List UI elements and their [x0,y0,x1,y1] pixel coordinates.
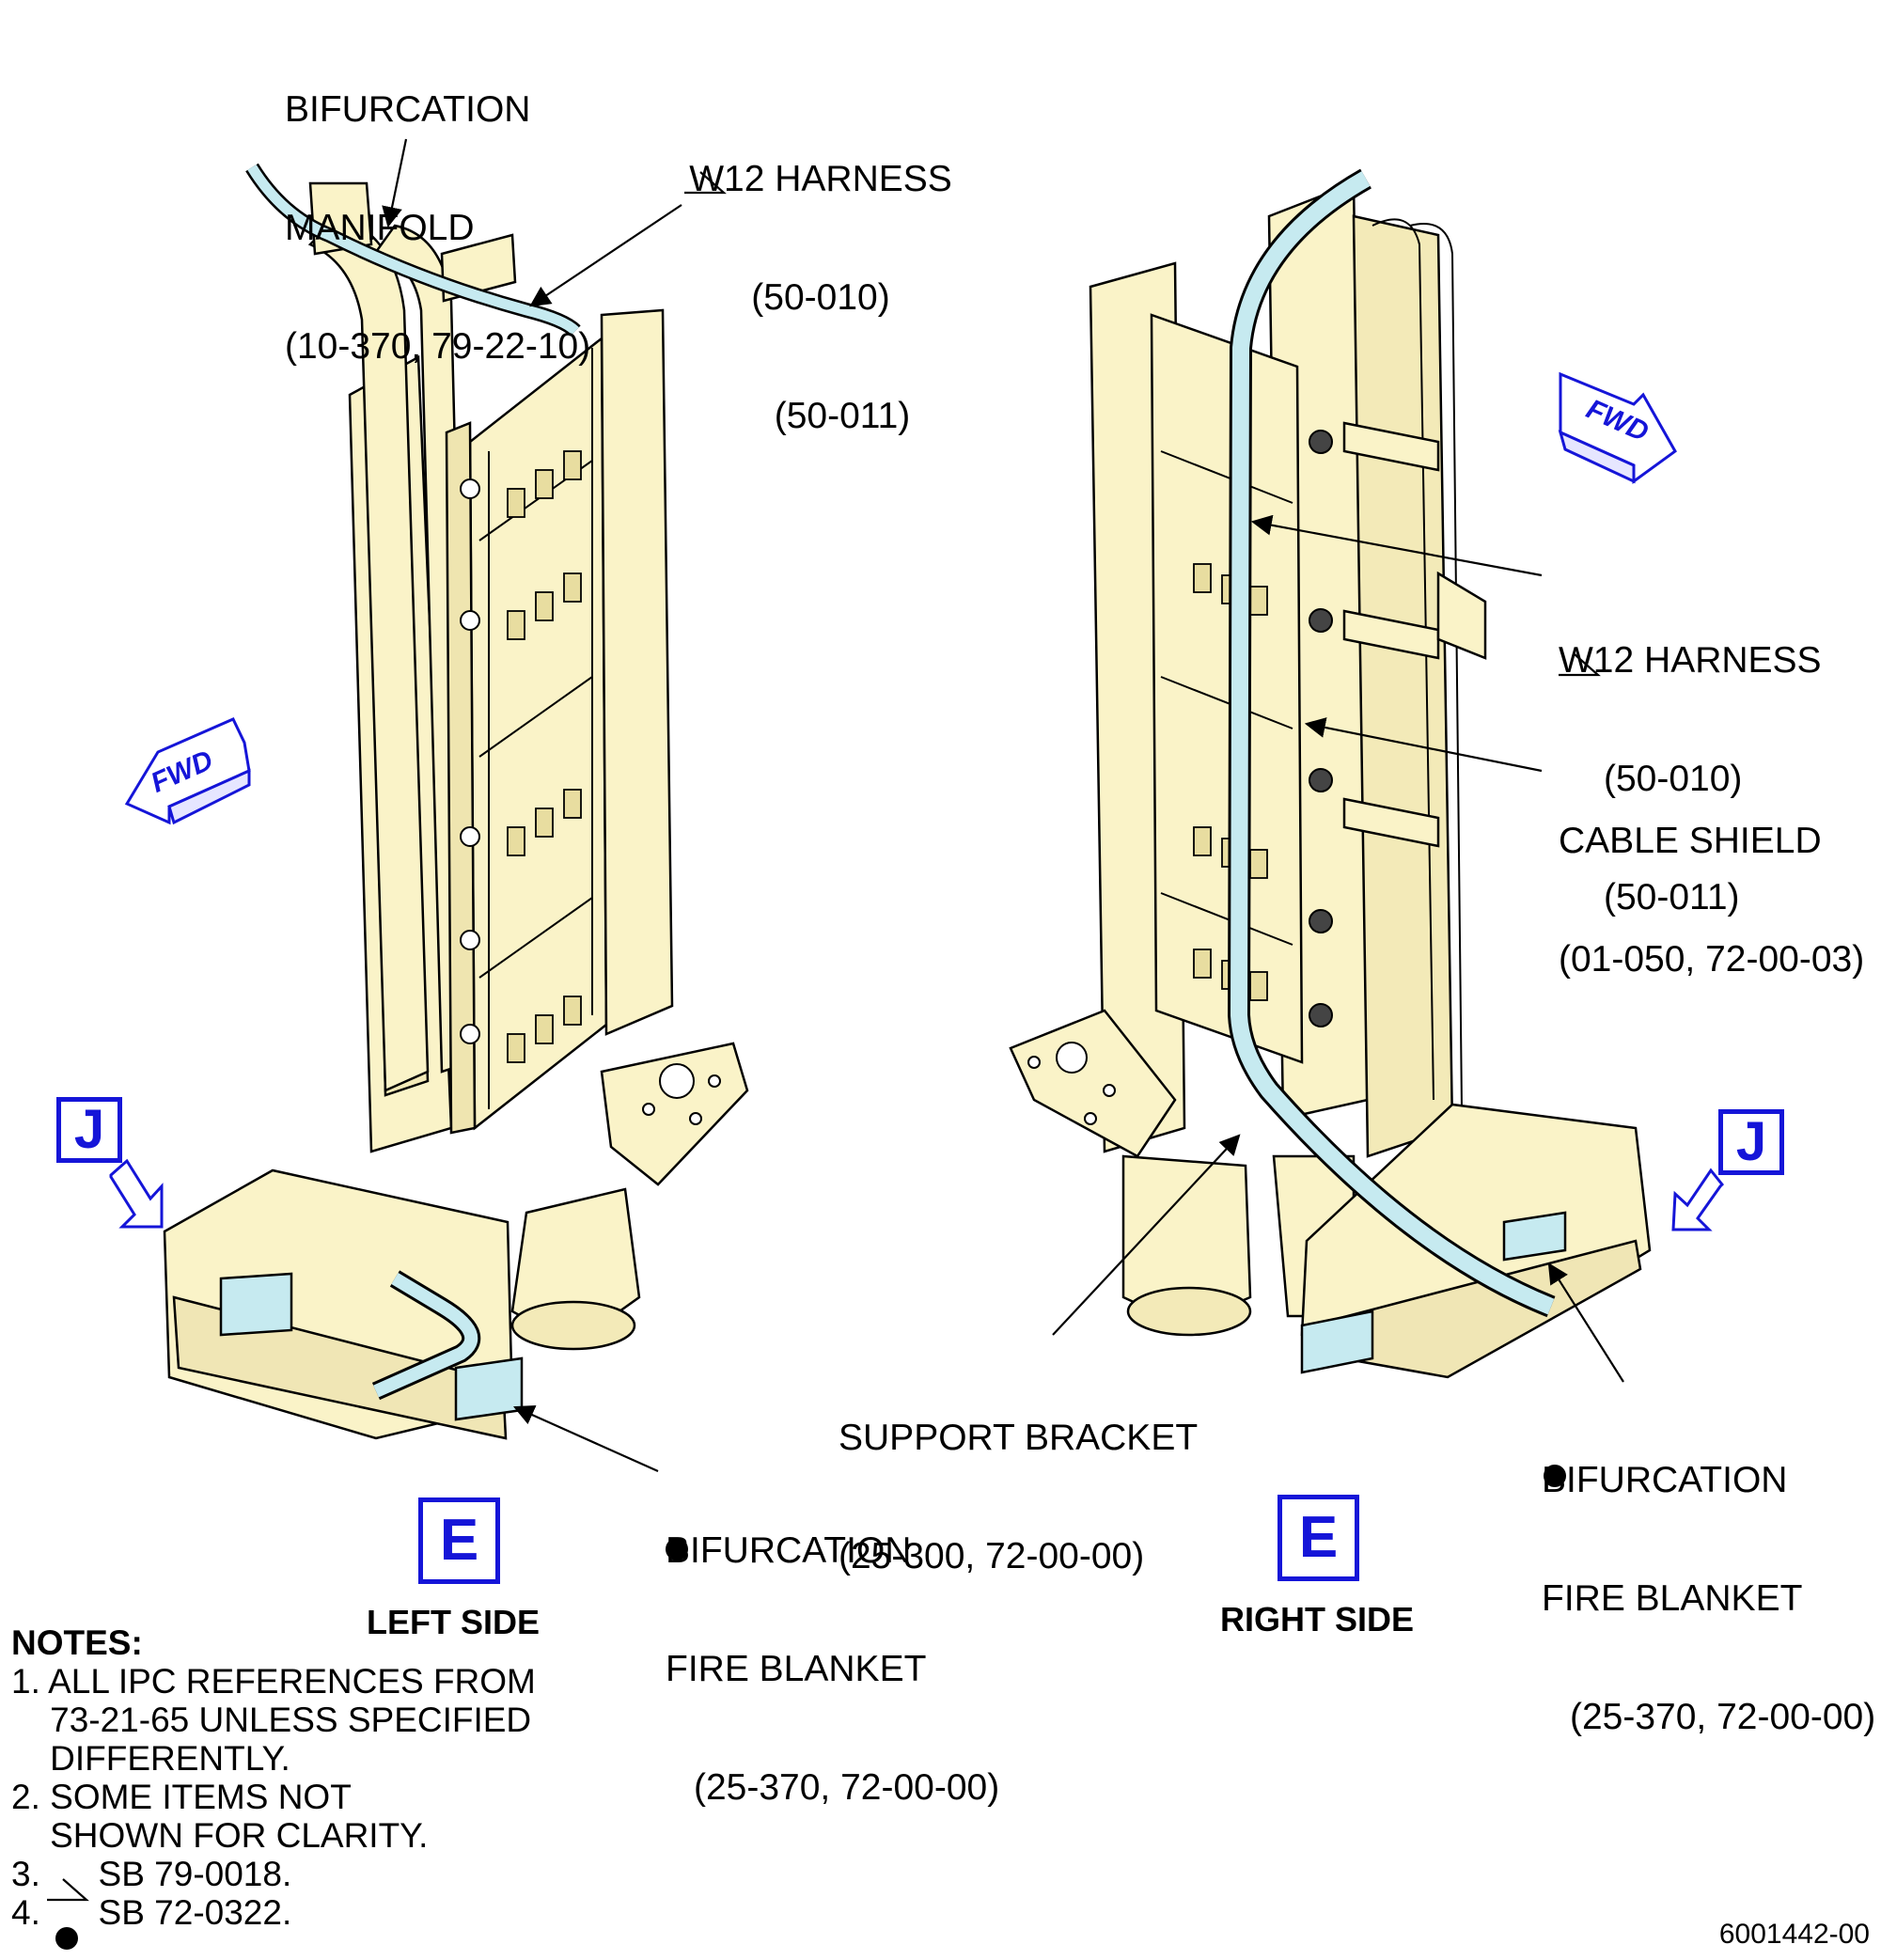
left-view-arrow [109,1158,164,1229]
right-view-e-box: E [1278,1495,1359,1581]
right-blanket-line1: BIFURCATION [1542,1460,1788,1500]
left-blanket-line1: BIFURCATION [666,1530,912,1571]
note-line: 73-21-65 UNLESS SPECIFIED [11,1701,532,1739]
right-bracket-callout: SUPPORT BRACKET (25-300, 72-00-00) [839,1340,1198,1616]
right-view-title: RIGHT SIDE [1220,1600,1415,1639]
left-harness-line1: W12 HARNESS [689,159,952,199]
notes-heading: NOTES: [11,1623,143,1662]
right-bracket-line2: (25-300, 72-00-00) [839,1536,1145,1576]
left-fwd-arrow: FWD [124,717,251,825]
right-bracket-line1: SUPPORT BRACKET [839,1418,1199,1458]
left-blanket-callout: BIFURCATION FIRE BLANKET (25-370, 72-00-… [666,1452,999,1847]
sb-triangle-icons [47,171,1601,1902]
left-leaders [382,138,682,1473]
note-line: 4. SB 72-0322. [11,1893,292,1932]
right-view-arrow [1671,1168,1725,1231]
right-assembly [1009,181,1652,1379]
right-leaders [1052,514,1624,1383]
right-blanket-callout: BIFURCATION FIRE BLANKET (25-370, 72-00-… [1542,1382,1875,1777]
right-shield-callout: CABLE SHIELD (01-050, 72-00-03) [1559,743,1864,1019]
right-harness-line2: (50-010) [1604,759,1743,799]
right-harness-line1: W12 HARNESS [1559,640,1822,681]
right-view-j-box: J [1718,1109,1784,1175]
left-harness-callout: W12 HARNESS (50-010) (50-011) [684,81,957,476]
right-harness-callout: W12 HARNESS (50-010) (50-011) [1559,562,1822,957]
left-blanket-line3: (25-370, 72-00-00) [694,1767,1000,1808]
left-manifold-line3: (10-370, 79-22-10) [285,326,591,367]
note-line: SHOWN FOR CLARITY. [11,1816,429,1855]
left-view-j-box: J [56,1097,122,1163]
right-shield-line2: (01-050, 72-00-03) [1559,939,1865,980]
left-manifold-line1: BIFURCATION [285,89,531,130]
notes-section: NOTES: 1. ALL IPC REFERENCES FROM 73-21-… [11,1623,536,1932]
left-view-e-box: E [418,1497,500,1584]
right-harness-line3: (50-011) [1604,877,1740,917]
left-w12-harness [245,163,581,1401]
sb-dot-icons [55,1465,1566,1950]
note-line: 3. SB 79-0018. [11,1855,292,1893]
left-view-title: LEFT SIDE [367,1603,541,1641]
left-manifold-line2: MANIFOLD [285,208,475,248]
left-blanket-line2: FIRE BLANKET [666,1649,927,1689]
right-shield-line1: CABLE SHIELD [1559,821,1822,861]
note-line: 1. ALL IPC REFERENCES FROM [11,1662,536,1701]
document-number: 6001442-00 [1718,1919,1870,1950]
note-line: DIFFERENTLY. [11,1739,290,1778]
right-blanket-line2: FIRE BLANKET [1542,1578,1803,1619]
left-harness-line2: (50-010) [751,277,890,318]
left-harness-line3: (50-011) [774,396,911,436]
right-fwd-arrow: FWD [1558,371,1677,484]
note-line: 2. SOME ITEMS NOT [11,1778,352,1816]
right-w12-harness [1227,168,1556,1318]
right-blanket-line3: (25-370, 72-00-00) [1570,1697,1876,1737]
left-manifold-callout: BIFURCATION MANIFOLD (10-370, 79-22-10) [285,11,590,406]
left-assembly [163,181,749,1440]
